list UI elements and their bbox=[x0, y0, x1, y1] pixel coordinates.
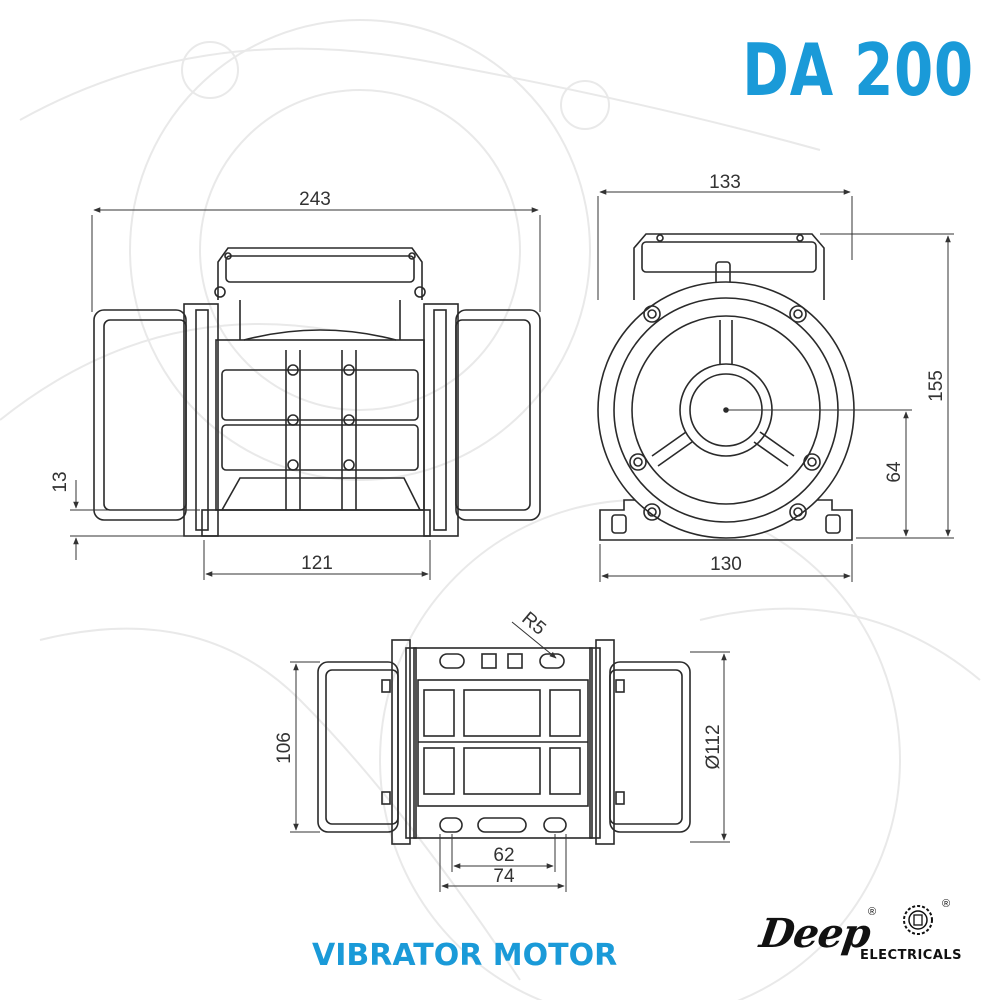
product-subtitle: VIBRATOR MOTOR bbox=[312, 938, 618, 973]
dim-side-width: 133 bbox=[709, 172, 741, 193]
brand-wordmark: Deep bbox=[756, 910, 873, 957]
front-view bbox=[93, 247, 541, 537]
dim-top-width: 106 bbox=[274, 732, 295, 764]
dim-top-hole-outer: 74 bbox=[493, 866, 515, 887]
emblem-registered-mark: ® bbox=[942, 898, 951, 910]
dim-front-foot: 13 bbox=[50, 471, 71, 492]
top-view bbox=[317, 639, 691, 845]
dim-top-hole-inner: 62 bbox=[493, 845, 514, 866]
dim-side-height: 155 bbox=[926, 370, 947, 402]
model-title: DA 200 bbox=[742, 28, 974, 112]
side-view bbox=[597, 233, 855, 541]
dim-front-base: 121 bbox=[301, 553, 333, 574]
dim-top-radius: R5 bbox=[517, 608, 549, 640]
brand-logo: Deep ® ® ELECTRICALS bbox=[756, 898, 985, 980]
dim-top-diameter: Ø112 bbox=[703, 724, 724, 769]
dim-front-width: 243 bbox=[299, 189, 331, 210]
gear-emblem-icon bbox=[903, 905, 933, 935]
dim-side-base: 130 bbox=[710, 554, 742, 575]
brand-registered-mark: ® bbox=[868, 906, 877, 918]
side-dimensions bbox=[597, 189, 954, 582]
dim-side-center: 64 bbox=[884, 461, 905, 483]
top-dimensions bbox=[290, 621, 730, 892]
front-dimensions bbox=[70, 207, 541, 580]
brand-subtitle: ELECTRICALS bbox=[860, 948, 963, 963]
